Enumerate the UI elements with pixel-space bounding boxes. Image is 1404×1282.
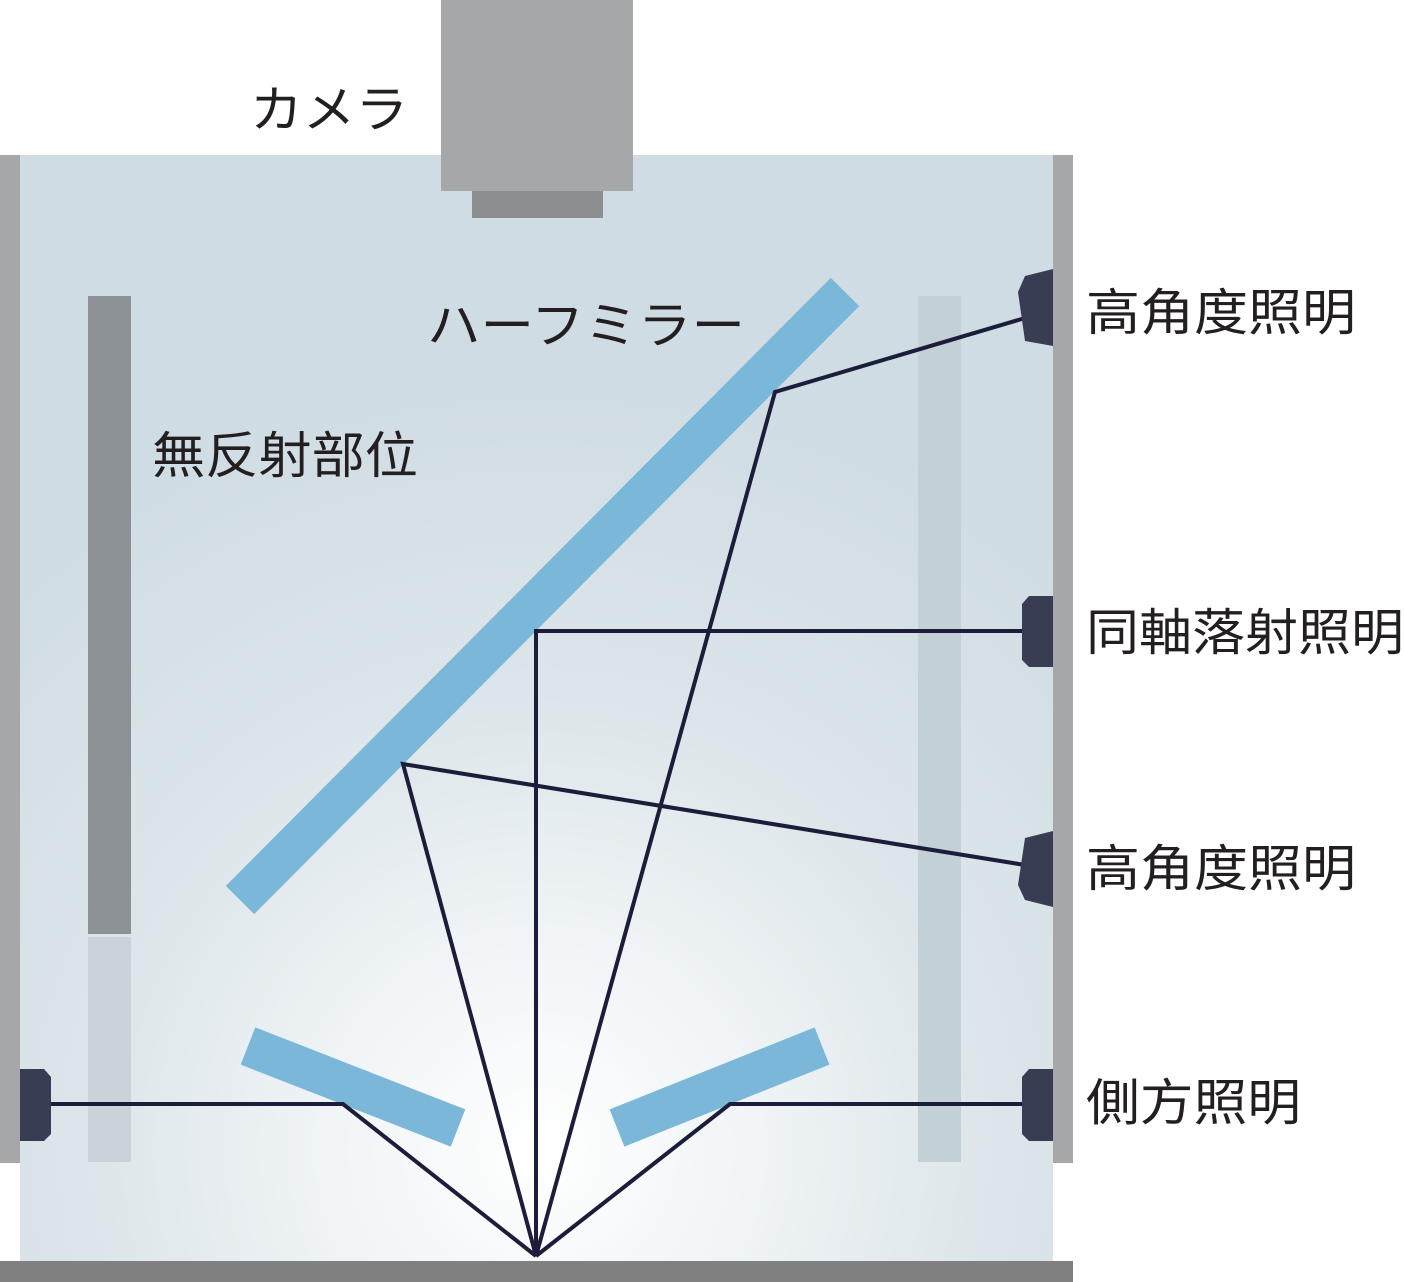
label-camera: カメラ [250,81,408,139]
non-reflective-left-light [88,937,131,1162]
label-high-angle-bottom: 高角度照明 [1086,840,1356,898]
half-mirror [225,277,860,915]
label-non-reflective: 無反射部位 [152,427,418,485]
ray-high-angle-bottom [400,761,1026,1257]
label-side: 側方照明 [1086,1074,1301,1132]
non-reflective-right [918,296,961,1162]
label-half-mirror: ハーフミラー [427,297,745,355]
light-source-high-angle-bottom [1018,831,1053,907]
housing-left-wall [0,155,20,1163]
ray-side-left [48,1102,538,1258]
ray-coaxial [534,629,1025,1256]
light-source-side-left [20,1069,51,1141]
ray-side-right [534,1102,1025,1258]
non-reflective-left-dark [88,296,131,934]
light-source-high-angle-top [1018,269,1053,346]
camera-lens [472,191,603,218]
label-high-angle-top: 高角度照明 [1086,284,1356,342]
light-rays [48,316,1026,1258]
camera-body [441,0,633,191]
base-stage [0,1261,1073,1282]
light-source-side-right [1022,1069,1053,1141]
reflector-right [609,1027,830,1147]
reflector-left [240,1027,466,1147]
housing-right-wall [1053,155,1073,1163]
light-source-coaxial [1022,596,1053,667]
label-coaxial: 同軸落射照明 [1086,604,1404,662]
ray-high-angle-top [534,316,1026,1257]
